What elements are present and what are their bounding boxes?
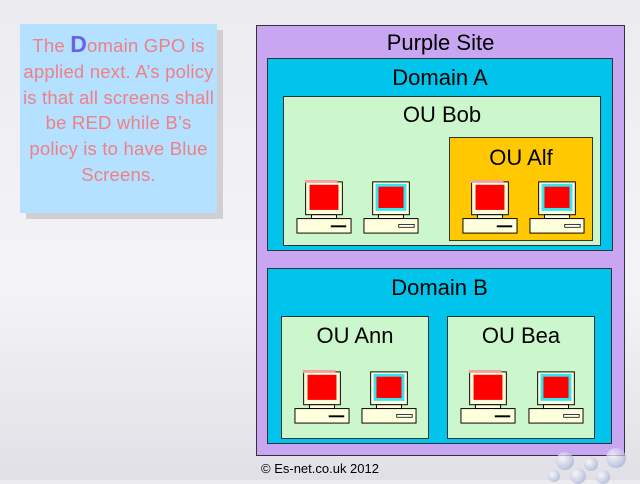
- note-highlight: D: [70, 31, 88, 57]
- domain-a-label: Domain A: [392, 65, 488, 90]
- copyright-footer: © Es-net.co.uk 2012: [261, 461, 379, 476]
- note-text: The: [32, 35, 71, 56]
- computer-graphic: [296, 179, 352, 234]
- computer-icon: [461, 179, 519, 235]
- ou-bob-label: OU Bob: [402, 102, 482, 127]
- ou-alf-label: OU Alf: [489, 145, 553, 170]
- decorative-bubble: [548, 470, 560, 482]
- decorative-bubble: [556, 452, 574, 470]
- computer-graphic: [528, 371, 584, 424]
- ou-ann-label: OU Ann: [316, 323, 394, 348]
- decorative-bubble: [584, 457, 598, 471]
- computer-graphic: [361, 371, 417, 424]
- computer-icon: [459, 369, 517, 425]
- site-label: Purple Site: [386, 30, 495, 55]
- computer-graphic: [529, 181, 585, 234]
- computer-graphic: [363, 181, 419, 234]
- note-text: omain GPO is applied next. A’s policy is…: [22, 35, 215, 185]
- computer-icon: [527, 369, 585, 425]
- decorative-bubble: [606, 448, 626, 468]
- computer-icon: [295, 179, 353, 235]
- computer-icon: [293, 369, 351, 425]
- policy-note: The Domain GPO is applied next. A’s poli…: [20, 24, 217, 213]
- computer-icon: [528, 179, 586, 235]
- computer-icon: [362, 179, 420, 235]
- domain-b-label: Domain B: [391, 275, 488, 300]
- computer-graphic: [460, 369, 516, 424]
- computer-graphic: [294, 369, 350, 424]
- computer-icon: [360, 369, 418, 425]
- computer-graphic: [462, 179, 518, 234]
- ou-bea-label: OU Bea: [481, 323, 561, 348]
